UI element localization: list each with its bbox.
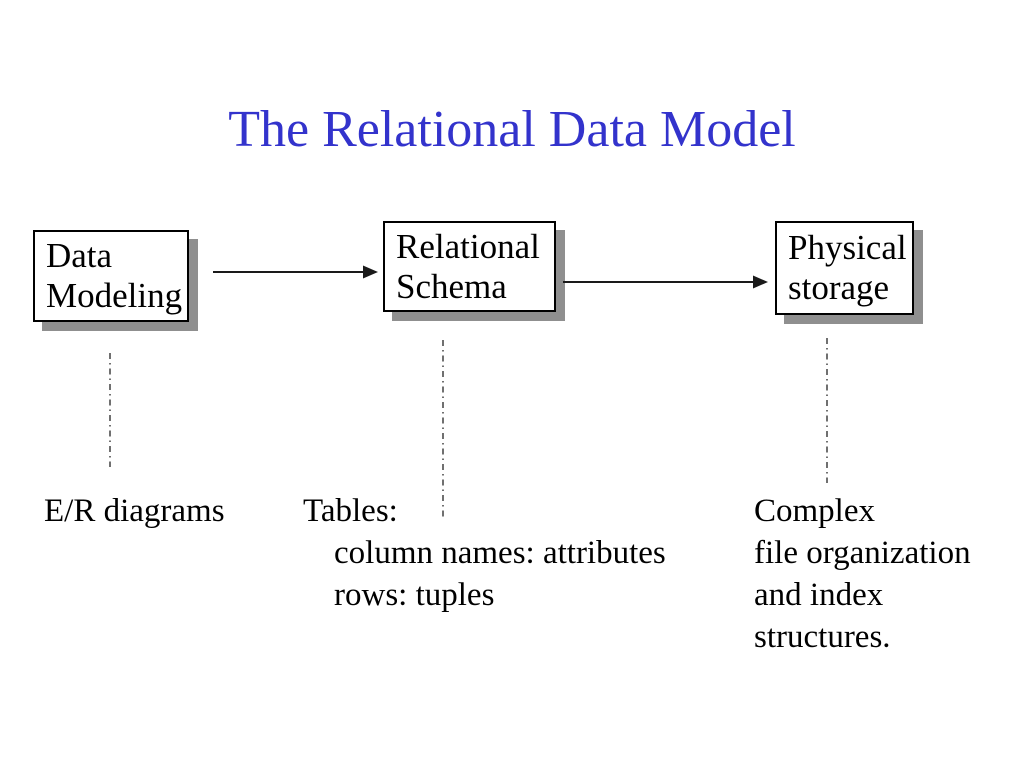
box-physical-storage-line-2: storage xyxy=(788,268,890,307)
box-data-modeling-line-2: Modeling xyxy=(46,276,183,315)
note-physical-details-line-2: file organization xyxy=(754,535,971,571)
arrow-2-head-icon xyxy=(753,275,768,289)
note-physical-details-line-3: and index xyxy=(754,577,884,613)
box-data-modeling: Data Modeling xyxy=(33,230,189,322)
note-er-diagrams-line-1: E/R diagrams xyxy=(44,493,225,529)
note-physical-details-line-4: structures. xyxy=(754,619,891,655)
slide-title: The Relational Data Model xyxy=(228,101,796,158)
box-physical-storage: Physical storage xyxy=(775,221,914,315)
box-relational-schema-line-1: Relational xyxy=(396,226,540,266)
box-data-modeling-line-1: Data xyxy=(46,236,113,275)
box-relational-schema: Relational Schema xyxy=(383,221,556,312)
note-physical-details: Complex file organization and index stru… xyxy=(754,490,971,658)
note-tables-line-1: Tables: xyxy=(303,493,398,529)
note-physical-details-line-1: Complex xyxy=(754,493,875,529)
note-er-diagrams: E/R diagrams xyxy=(44,490,225,532)
note-tables: Tables: column names: attributes rows: t… xyxy=(303,490,666,616)
box-physical-storage-line-1: Physical xyxy=(788,228,907,267)
arrow-1-head-icon xyxy=(363,265,378,279)
box-relational-schema-line-2: Schema xyxy=(396,266,507,306)
note-tables-line-3: rows: tuples xyxy=(334,577,495,613)
note-tables-line-2: column names: attributes xyxy=(334,535,666,571)
